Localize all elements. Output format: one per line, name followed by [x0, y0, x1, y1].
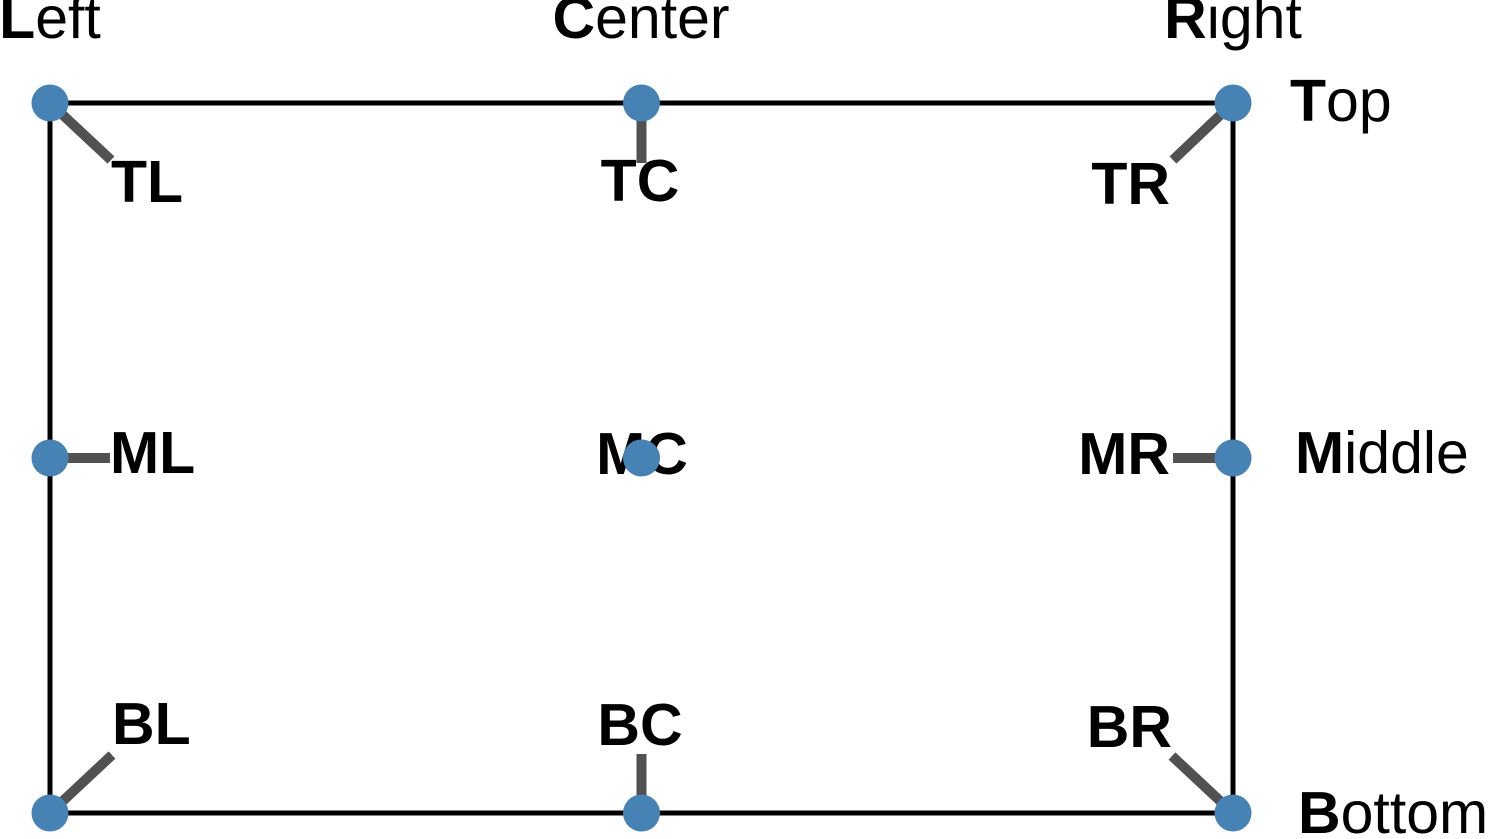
edge-label-top: Top: [1290, 72, 1392, 131]
edge-label-bottom-rest: ottom: [1340, 780, 1488, 839]
anchor-label-bc: BC: [597, 692, 683, 758]
anchor-label-ml: ML: [110, 420, 196, 486]
anchor-label-bl: BL: [112, 691, 191, 757]
edge-label-top-rest: op: [1326, 68, 1392, 134]
edge-label-center-initial: C: [552, 0, 596, 51]
edge-label-bottom-initial: B: [1298, 780, 1341, 839]
edge-label-left-rest: eft: [35, 0, 101, 51]
edge-label-top-initial: T: [1290, 68, 1327, 134]
edge-label-middle-rest: iddle: [1344, 420, 1469, 486]
edge-label-middle: Middle: [1295, 424, 1469, 483]
anchor-label-tr: TR: [1091, 151, 1170, 217]
edge-label-right-rest: ight: [1206, 0, 1302, 51]
edge-label-bottom: Bottom: [1298, 784, 1488, 839]
edge-label-left-initial: L: [0, 0, 36, 51]
edge-label-center-rest: enter: [595, 0, 730, 51]
edge-label-middle-initial: M: [1295, 420, 1345, 486]
edge-label-center: Center: [552, 0, 729, 48]
anchor-label-tc: TC: [600, 148, 680, 214]
edge-label-right: Right: [1164, 0, 1302, 48]
anchor-label-tl: TL: [111, 149, 184, 215]
anchor-label-mr: MR: [1078, 421, 1170, 487]
anchor-label-mc: MC: [596, 421, 688, 487]
anchor-label-br: BR: [1086, 694, 1172, 760]
edge-label-left: Left: [0, 0, 101, 48]
edge-label-right-initial: R: [1164, 0, 1207, 51]
